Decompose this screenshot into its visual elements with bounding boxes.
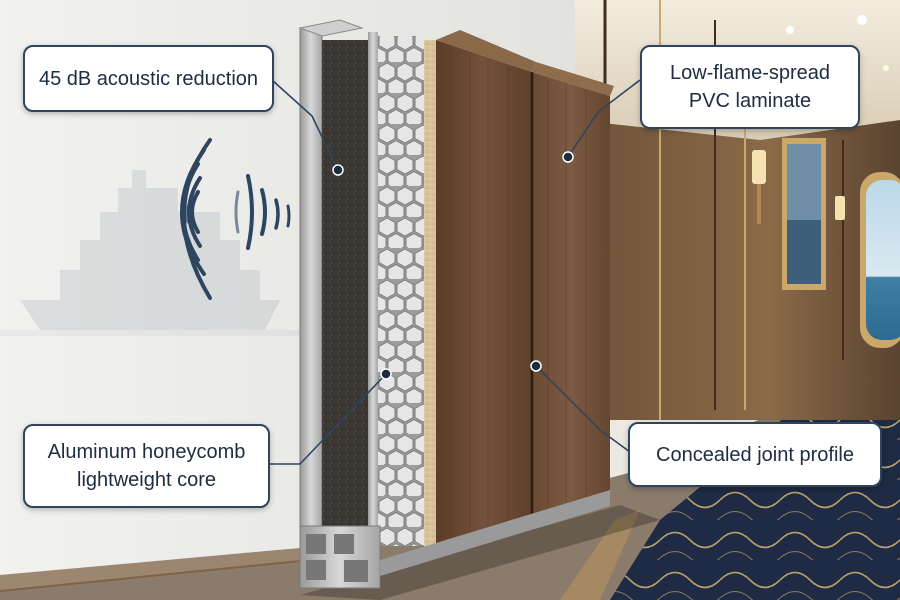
callout-core-line-1: Aluminum honeycomb	[47, 441, 246, 463]
callout-pvc-laminate: Low-flame-spread PVC laminate	[640, 45, 860, 129]
callout-core-line-2: lightweight core	[77, 469, 216, 491]
callout-concealed-joint: Concealed joint profile	[628, 422, 882, 487]
sound-wave-icon	[180, 138, 291, 300]
callout-acoustic-label: 45 dB acoustic reduction	[38, 67, 259, 90]
callout-joint-label: Concealed joint profile	[656, 443, 854, 466]
callout-laminate-line-2: PVC laminate	[688, 90, 812, 112]
callout-laminate-line-1: Low-flame-spread	[669, 62, 831, 84]
callout-acoustic-reduction: 45 dB acoustic reduction	[23, 45, 274, 112]
cruise-ship-watermark	[0, 170, 300, 336]
callout-honeycomb-core: Aluminum honeycomb lightweight core	[23, 424, 270, 508]
